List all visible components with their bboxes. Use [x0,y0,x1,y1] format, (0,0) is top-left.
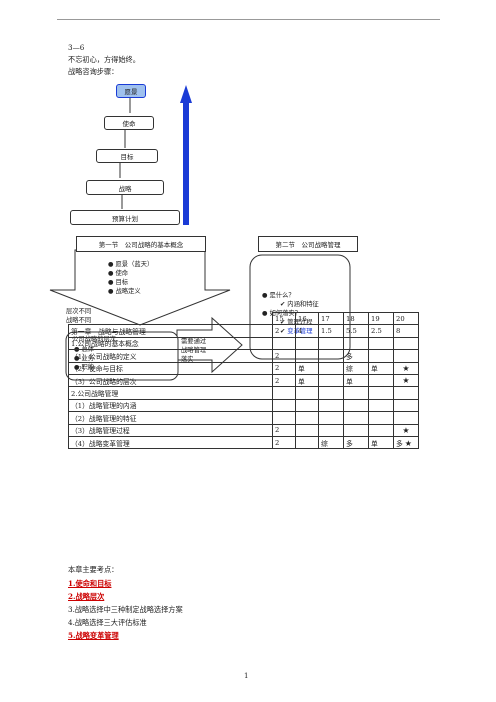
section2-q1: ● 是什么？ [262,292,295,299]
section1-bullet: ● 战略定义 [108,288,141,295]
table-row: 第一章 战略与战略管理 2 4 1.5 5.5 2.5 8 [68,324,419,338]
star-icon: ★ [404,438,412,448]
motto: 不忘初心，方得始终。 [68,55,140,64]
section1-title: 第一节 公司战略的基本概念 [76,236,206,252]
steps-label: 战略咨询步骤： [68,67,119,76]
key-point-item: 3.战略选择中三种制定战略选择方案 [68,605,183,614]
section1-down-arrow [49,249,231,326]
header-rule [57,19,440,20]
flow-box-budget: 预算计划 [70,210,180,225]
key-point-item: 4.战略选择三大评估标准 [68,618,147,627]
table-row: 2.公司战略管理 [68,386,419,400]
table-row: （2）战略管理的特征 [68,411,419,425]
key-point-item: 2.战略层次 [68,592,105,601]
flow-box-vision: 愿景 [116,84,146,98]
key-point-item: 1.使命和目标 [68,579,112,588]
star-icon: ★ [393,423,419,437]
table-row: （1）战略管理的内涵 [68,398,419,413]
star-icon: ★ [393,373,419,388]
star-icon: ★ [393,361,419,375]
arrow-left-text-1: 层次不同 [66,308,92,315]
section-number: 3—6 [68,43,85,52]
table-row: （4）战略变革管理 2 综 多 单 多★ [68,435,419,450]
section2-title: 第二节 公司战略管理 [258,236,358,252]
section1-bullet: ● 目标 [108,279,129,286]
table-row: （3）战略管理过程 2 ★ [68,423,419,437]
check-icon: ✔ [280,301,286,308]
upward-arrow-head [180,85,192,103]
key-point-item: 5.战略变革管理 [68,631,119,640]
key-points-title: 本章主要考点： [68,565,119,574]
upward-arrow-shaft [183,102,189,225]
table-row: 1.公司战略的基本概念 [68,336,419,351]
page-number: 1 [244,672,249,680]
section1-bullet: ● 愿景（蓝天） [108,261,154,268]
table-header-row: 15 16 17 18 19 20 [68,311,419,326]
table-row: （1）公司战略的定义 2 多 [68,349,419,363]
section2-q1-sub: ✔ 内涵和特征 [280,301,319,308]
section1-bullet: ● 使命 [108,270,129,277]
flow-box-mission: 使命 [104,116,154,130]
flow-box-objective: 目标 [96,149,158,163]
table-row: （2）使命与目标 2 单 综 单 ★ [68,361,419,375]
table-row: （3）公司战略的层次 2 单 单 ★ [68,373,419,388]
exam-score-table: 15 16 17 18 19 20 第一章 战略与战略管理 2 4 1.5 5.… [68,311,419,450]
flow-box-strategy: 战略 [86,180,164,195]
